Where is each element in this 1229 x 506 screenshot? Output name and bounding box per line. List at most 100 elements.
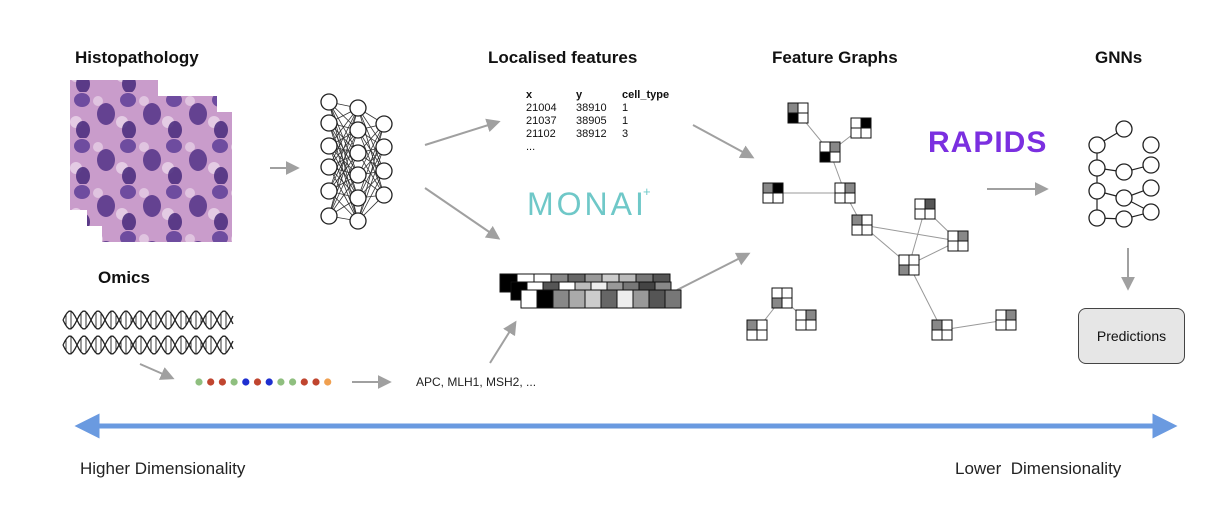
graph-node-cell (781, 287, 793, 299)
graph-node-cell (844, 192, 856, 204)
graph-node-cell (787, 102, 799, 114)
nn-node (375, 115, 393, 133)
graph-node-cell (746, 329, 758, 341)
graph-node-cell (995, 309, 1007, 321)
nn-node (375, 162, 393, 180)
graph-node-cell (995, 319, 1007, 331)
nn-edge (357, 129, 385, 196)
graph-node-cell (947, 230, 959, 242)
nn-edge (357, 146, 385, 222)
gnn-node (1088, 159, 1106, 177)
graph-node-cell (914, 208, 926, 220)
graph-node-cell (762, 182, 774, 194)
graph-edge (861, 224, 959, 242)
gnn-node (1088, 182, 1106, 200)
gnn-node (1115, 163, 1133, 181)
predictions-box: Predictions (1078, 308, 1185, 364)
neural-network-icon (320, 93, 393, 230)
omics-dot (242, 378, 250, 386)
rapids-logo: RAPIDS (928, 126, 1048, 159)
graph-node-cell (829, 151, 841, 163)
omics-dots (195, 378, 332, 386)
graph-node-cell (860, 117, 872, 129)
flow-arrows (139, 118, 1135, 389)
nn-edge (328, 145, 359, 222)
omics-dot (289, 378, 297, 386)
graph-node-cell (829, 141, 841, 153)
nn-edge (328, 129, 359, 217)
vector-cell (632, 289, 650, 309)
graph-node-cell (947, 240, 959, 252)
graph-node-cell (797, 102, 809, 114)
graph-node-cell (756, 319, 768, 331)
vector-cell (600, 289, 618, 309)
vector-cell (536, 289, 554, 309)
graph-node-cell (834, 192, 846, 204)
graph-node-cell (924, 208, 936, 220)
monai-logo: MONAI (527, 186, 647, 222)
gnn-node (1142, 156, 1160, 174)
nn-node (349, 121, 367, 139)
table-cell: 21102 (526, 128, 556, 140)
omics-dot (300, 378, 308, 386)
graph-node-cell (850, 117, 862, 129)
nn-edge (328, 152, 359, 217)
omics-dot (265, 378, 273, 386)
graph-node-cell (924, 198, 936, 210)
gnn-node (1115, 210, 1133, 228)
graph-node-cell (914, 198, 926, 210)
graph-node-cell (795, 309, 807, 321)
graph-node-cell (861, 224, 873, 236)
monai-plus-icon: + (643, 184, 651, 199)
nn-edge (357, 107, 385, 196)
graph-node-cell (781, 297, 793, 309)
nn-edge (357, 123, 385, 176)
nn-node (349, 189, 367, 207)
graph-node-cell (941, 319, 953, 331)
graph-node-cell (898, 264, 910, 276)
nn-node (349, 166, 367, 184)
heading-histopathology: Histopathology (75, 48, 199, 67)
gnn-icon (1088, 120, 1160, 228)
gnn-node (1142, 203, 1160, 221)
graph-node-cell (931, 329, 943, 341)
omics-dot (230, 378, 238, 386)
gnn-node (1142, 136, 1160, 154)
vector-cell (584, 289, 602, 309)
genes-label: APC, MLH1, MSH2, ... (416, 375, 537, 389)
graph-node-cell (771, 287, 783, 299)
heading-feature-graphs: Feature Graphs (772, 48, 898, 67)
omics-dot (277, 378, 285, 386)
graph-node-cell (908, 254, 920, 266)
gnn-node (1088, 136, 1106, 154)
graph-node-cell (795, 319, 807, 331)
graph-node-cell (746, 319, 758, 331)
graph-edge (908, 264, 943, 331)
graph-node-cell (931, 319, 943, 331)
graph-node-cell (834, 182, 846, 194)
graph-node-cell (861, 214, 873, 226)
graph-node-cell (772, 182, 784, 194)
higher-dimensionality-label: Higher Dimensionality (80, 459, 246, 478)
vector-cell (648, 289, 666, 309)
graph-node-cell (850, 127, 862, 139)
nn-node (375, 138, 393, 156)
graph-node-cell (908, 264, 920, 276)
graph-node-cell (819, 141, 831, 153)
nn-node (375, 186, 393, 204)
nn-node (320, 158, 338, 176)
histology-tiles (70, 80, 232, 242)
nn-node (320, 207, 338, 225)
omics-dot (324, 378, 332, 386)
table-cell: 1 (622, 102, 629, 114)
graph-node-cell (756, 329, 768, 341)
graph-node-cell (957, 230, 969, 242)
graph-node-cell (762, 192, 774, 204)
omics-dot (312, 378, 320, 386)
nn-edge (328, 107, 359, 168)
dna-strand (62, 310, 234, 330)
graph-node-cell (1005, 319, 1017, 331)
graph-node-cell (771, 297, 783, 309)
gnn-node (1115, 120, 1133, 138)
nn-node (349, 212, 367, 230)
